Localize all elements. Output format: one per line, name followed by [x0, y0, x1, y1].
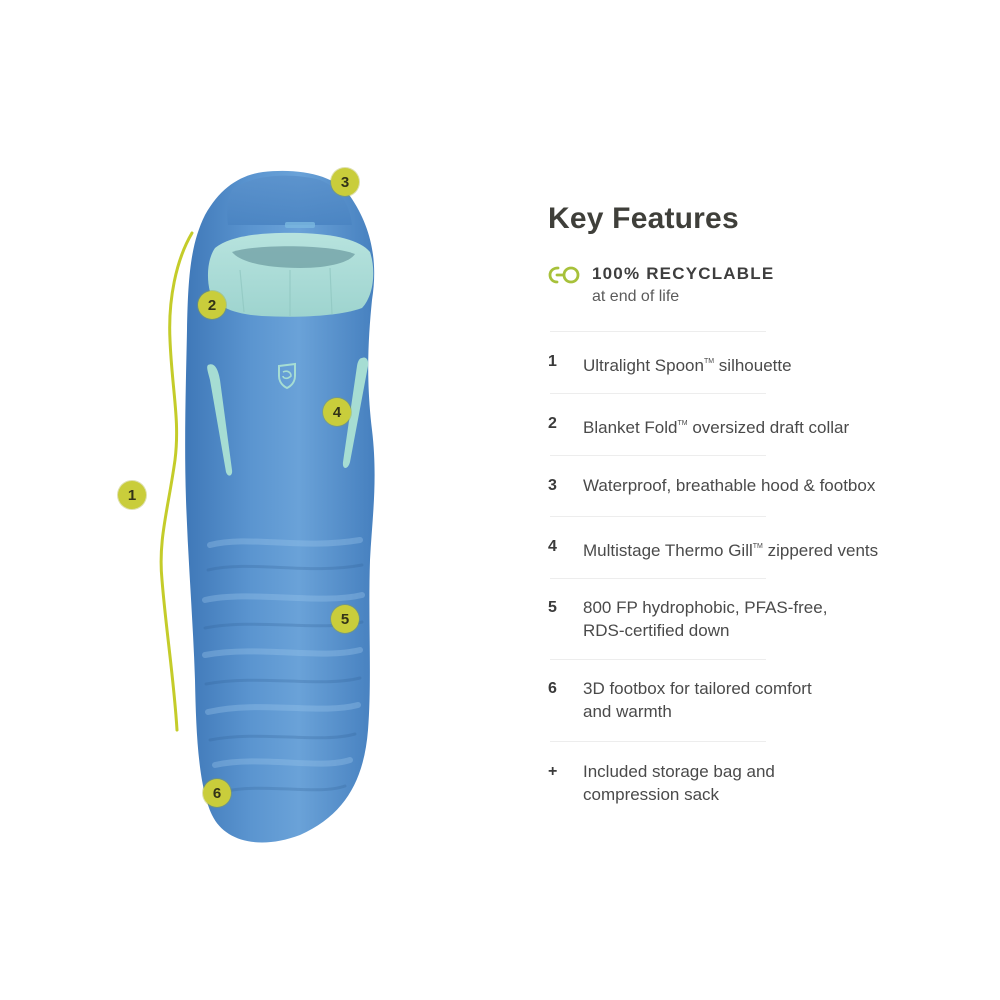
feature-item-1: 1 Ultralight SpoonTM silhouette: [548, 350, 792, 377]
feature-text: Waterproof, breathable hood & footbox: [583, 476, 876, 495]
divider: [550, 659, 766, 660]
callout-badge-2[interactable]: 2: [198, 291, 226, 319]
callout-badge-1[interactable]: 1: [118, 481, 146, 509]
feature-number: 6: [548, 680, 557, 697]
feature-text: Included storage bag and compression sac…: [583, 762, 775, 804]
feature-list: 1 Ultralight SpoonTM silhouette 2 Blanke…: [548, 0, 968, 1000]
vent-left: [207, 364, 233, 476]
sleeping-bag-image: [159, 170, 375, 843]
hood-label: [285, 222, 315, 228]
callout-badge-3[interactable]: 3: [331, 168, 359, 196]
feature-item-extras: + Included storage bag and compression s…: [548, 760, 775, 806]
divider: [550, 455, 766, 456]
draft-collar: [207, 232, 374, 317]
callout-badge-6[interactable]: 6: [203, 779, 231, 807]
feature-item-5: 5 800 FP hydrophobic, PFAS-free, RDS-cer…: [548, 596, 827, 642]
bag-body: [185, 170, 375, 843]
feature-number: +: [548, 763, 558, 780]
recyclable-title: 100% RECYCLABLE: [592, 264, 775, 283]
feature-number: 2: [548, 415, 557, 432]
feature-text: Ultralight SpoonTM silhouette: [583, 356, 792, 375]
feature-item-2: 2 Blanket FoldTM oversized draft collar: [548, 412, 849, 439]
divider: [550, 516, 766, 517]
divider: [550, 741, 766, 742]
feature-number: 1: [548, 353, 557, 370]
features-heading: Key Features: [548, 202, 739, 235]
divider: [550, 331, 766, 332]
feature-text: 3D footbox for tailored comfort and warm…: [583, 679, 812, 721]
recycle-loop-icon: [548, 266, 580, 284]
recyclable-subtitle: at end of life: [592, 288, 680, 305]
divider: [550, 393, 766, 394]
feature-number: 3: [548, 477, 557, 494]
product-illustration: 1 2 3 4 5 6: [118, 168, 375, 843]
feature-item-4: 4 Multistage Thermo GillTM zippered vent…: [548, 535, 878, 562]
callout-badge-4[interactable]: 4: [323, 398, 351, 426]
divider: [550, 578, 766, 579]
nemo-logo-icon: [278, 362, 296, 390]
feature-number: 4: [548, 538, 557, 555]
feature-item-6: 6 3D footbox for tailored comfort and wa…: [548, 677, 812, 723]
key-features-panel: Key Features 100% RECYCLABLE at end of l…: [548, 200, 968, 308]
callout-badge-5[interactable]: 5: [331, 605, 359, 633]
feature-number: 5: [548, 599, 557, 616]
feature-text: Multistage Thermo GillTM zippered vents: [583, 541, 879, 560]
feature-item-3: 3 Waterproof, breathable hood & footbox: [548, 474, 875, 497]
feature-text: Blanket FoldTM oversized draft collar: [583, 418, 850, 437]
feature-text: 800 FP hydrophobic, PFAS-free, RDS-certi…: [583, 598, 828, 640]
recyclable-badge: 100% RECYCLABLE at end of life: [548, 264, 968, 308]
silhouette-curve: [159, 231, 194, 732]
vent-right: [342, 357, 369, 468]
hood: [227, 175, 352, 225]
